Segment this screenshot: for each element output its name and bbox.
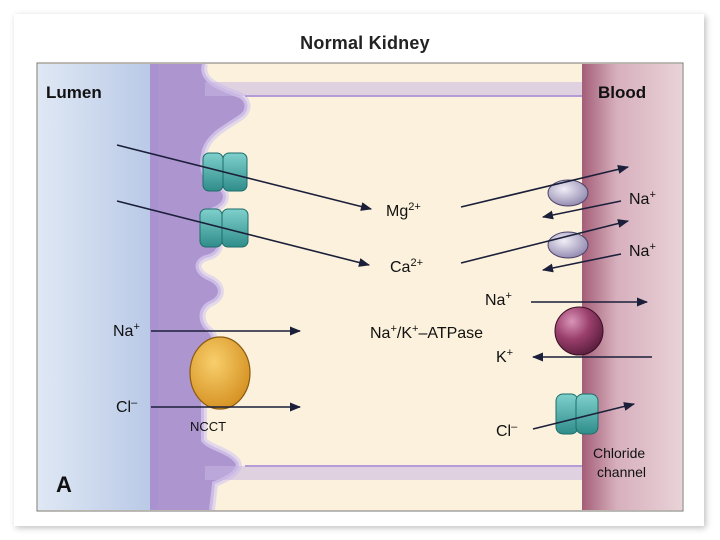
lumen-label: Lumen [46, 83, 102, 102]
ncct-transporter [189, 336, 251, 410]
lumen-region [38, 64, 158, 510]
apical-channel-upper [202, 152, 248, 192]
mg-entry-arrow [116, 144, 373, 211]
na-label-lower: Na+ [629, 241, 656, 260]
apical-channel-lower [199, 208, 249, 248]
na-label-upper: Na+ [629, 189, 656, 208]
lower-junction-band [205, 466, 585, 480]
ca-label: Ca2+ [390, 257, 423, 276]
cl-exit-arrow [532, 402, 636, 430]
na-lumen-label: Na+ [113, 321, 140, 340]
blood-region [582, 64, 682, 510]
ca-exit-arrow [460, 219, 630, 264]
na-pump-label: Na+ [485, 290, 512, 309]
mg-exit-arrow [460, 164, 630, 208]
ncct-label: NCCT [190, 419, 226, 434]
apical-membrane [150, 64, 248, 510]
diagram-title: Normal Kidney [300, 33, 430, 53]
cl-lumen-label: Cl– [116, 397, 138, 416]
chloride-channel [555, 393, 599, 435]
na-in-arrow-upper [541, 200, 622, 220]
mg-label: Mg2+ [386, 201, 421, 220]
chloride-channel-label-1: Chloride [593, 445, 645, 461]
na-k-atpase-label: Na+/K+–ATPase [370, 323, 483, 342]
k-pump-label: K+ [496, 347, 513, 366]
chloride-channel-label-2: channel [597, 464, 646, 480]
na-in-arrow-lower [541, 253, 622, 273]
blood-label: Blood [598, 83, 646, 102]
ca-entry-arrow [116, 200, 371, 267]
panel-letter: A [56, 472, 72, 497]
upper-junction-band [205, 82, 585, 96]
cl-blood-label: Cl– [496, 421, 518, 440]
na-exchanger-upper [547, 179, 589, 207]
na-k-atpase-pump [554, 306, 604, 356]
